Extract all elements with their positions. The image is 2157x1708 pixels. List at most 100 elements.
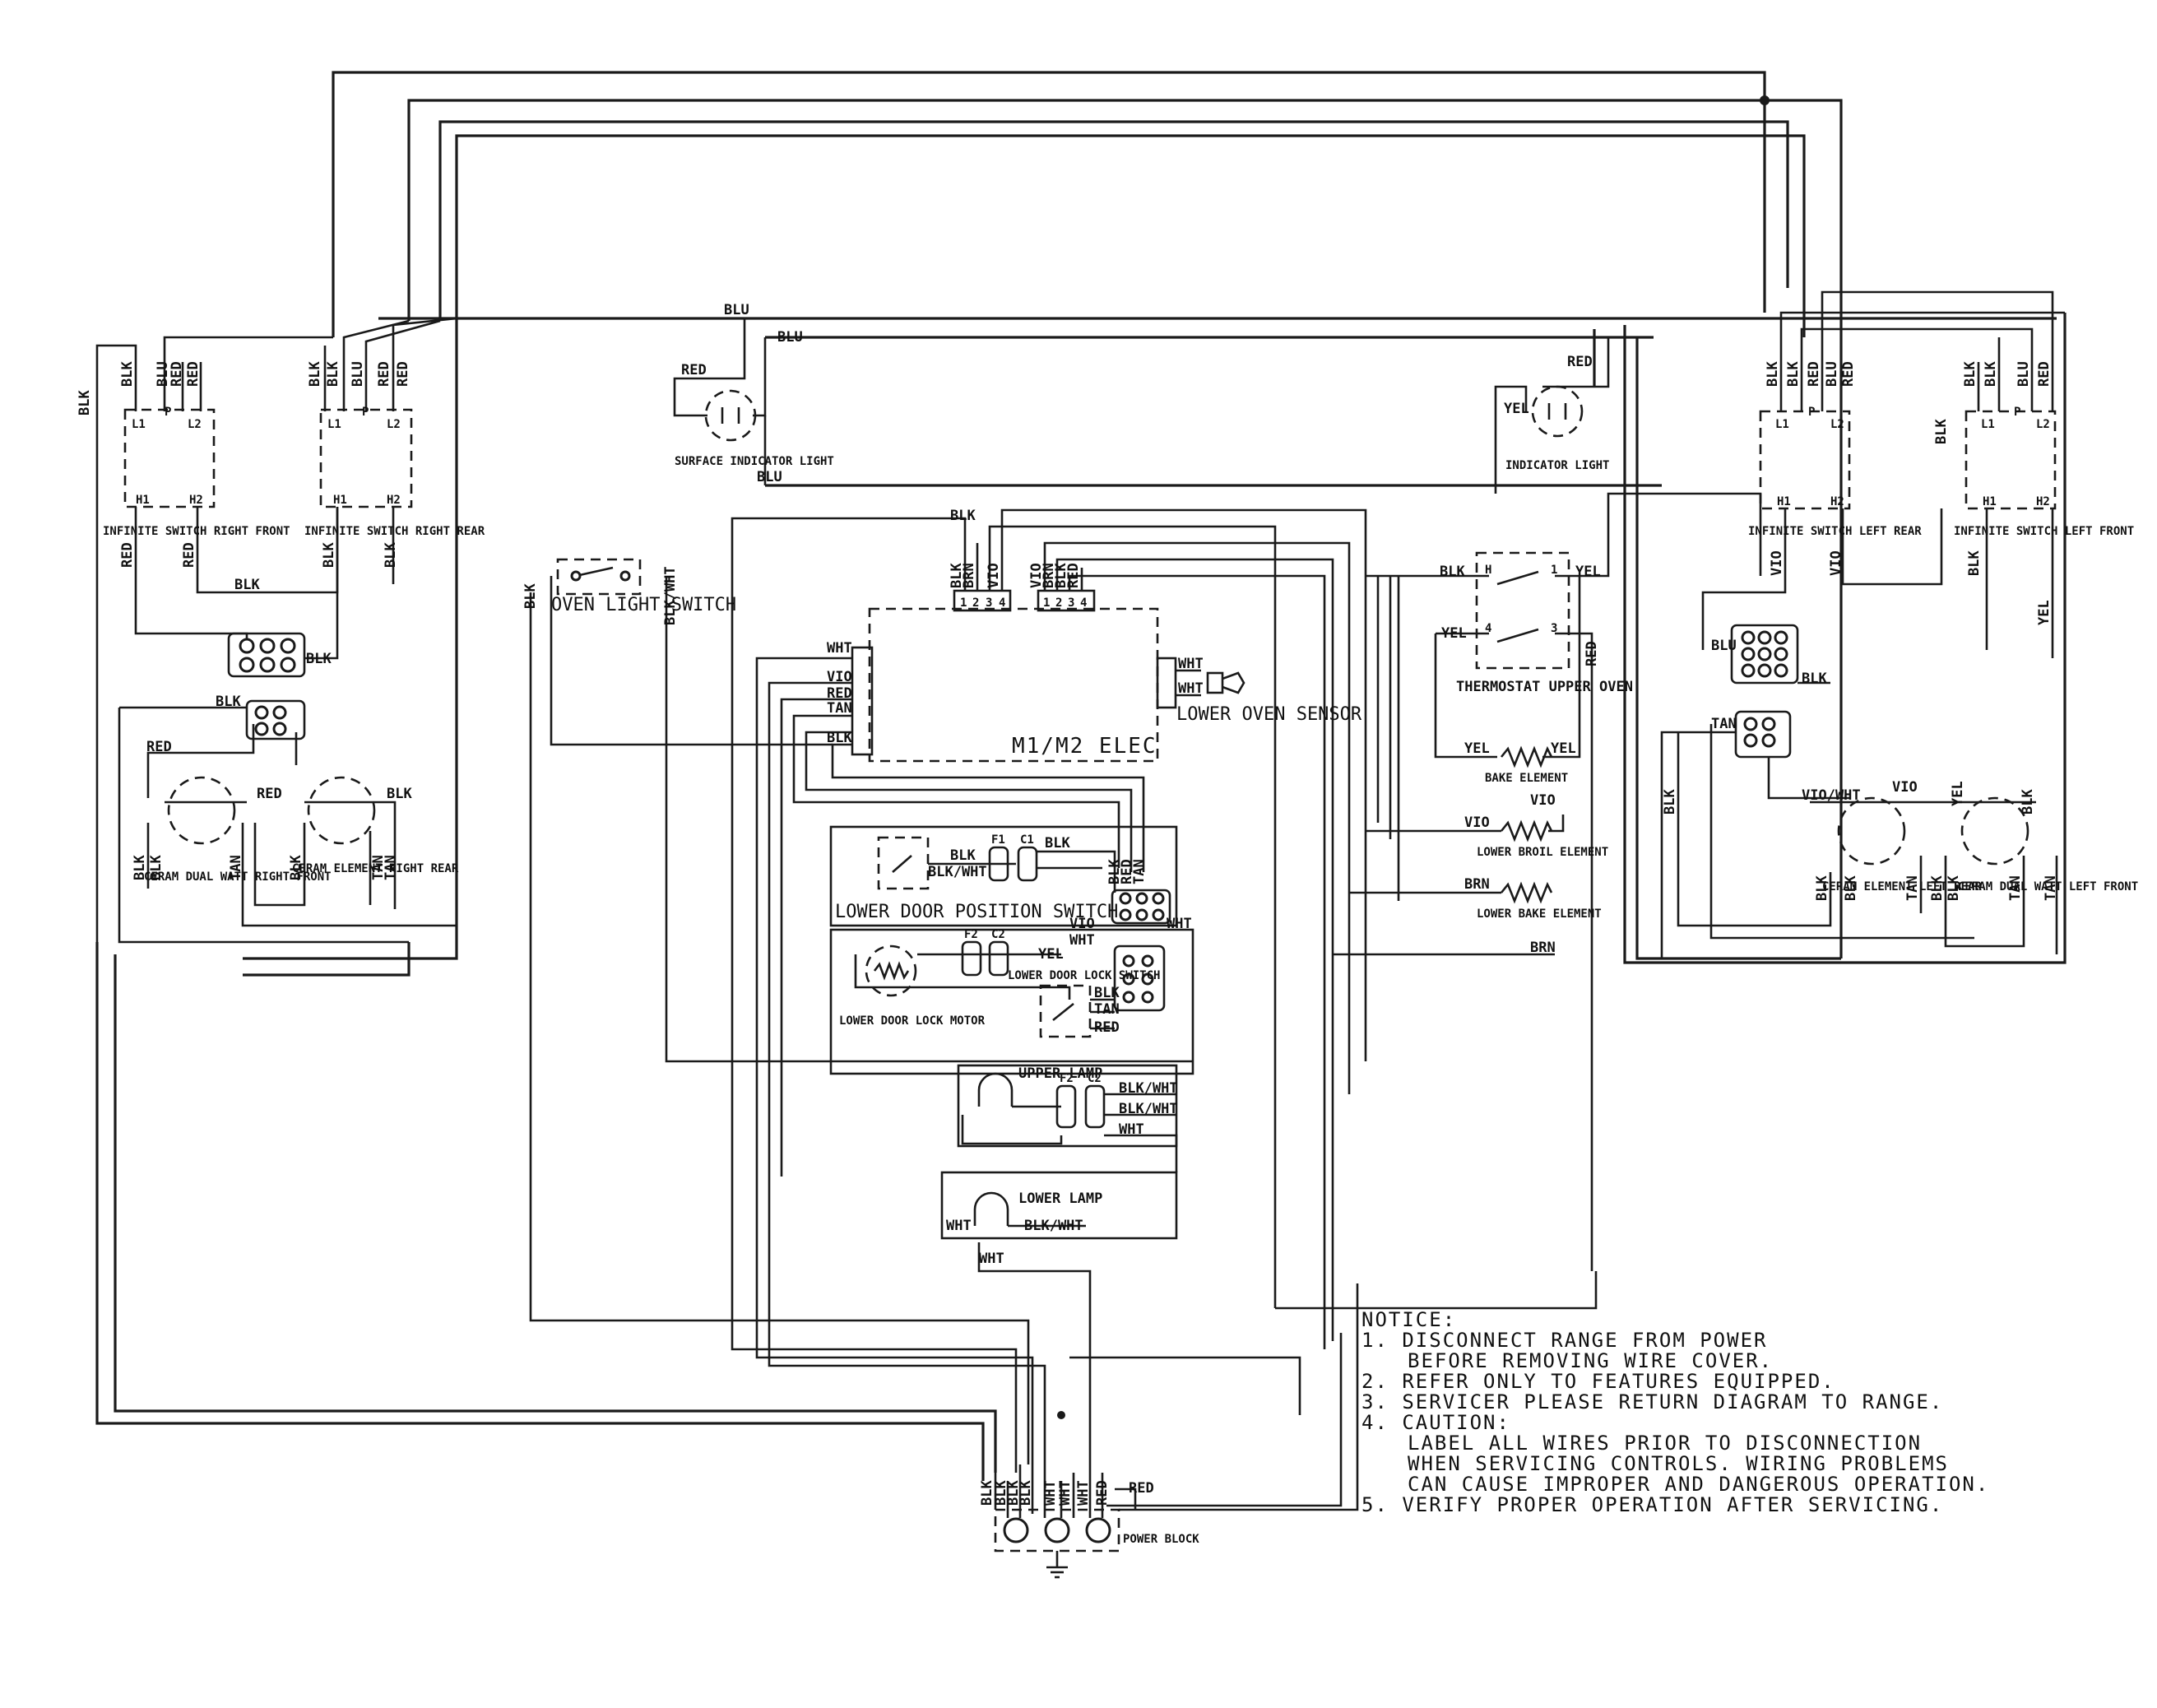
wire-label: BLU bbox=[350, 361, 366, 387]
wire-label: BLK bbox=[827, 730, 852, 746]
pin-label: 2 bbox=[972, 596, 979, 610]
pin-label: H2 bbox=[1830, 495, 1844, 508]
wire-label: BLK bbox=[1053, 563, 1069, 588]
wire-label: WHT bbox=[1178, 656, 1204, 672]
wire-label: BLK bbox=[1983, 361, 1999, 387]
wire-label: BLK/WHT bbox=[1024, 1218, 1083, 1234]
wire-label: BLK/WHT bbox=[662, 566, 679, 625]
wire-label: BLK bbox=[216, 694, 241, 710]
wire-label: BLU bbox=[724, 302, 749, 318]
wire-label: TAN bbox=[1904, 875, 1921, 901]
wire-label: BLK bbox=[321, 542, 337, 568]
wire-label: RED bbox=[169, 361, 185, 387]
component-labels: M1/M2 ELEC LOWER OVEN SENSOR OVEN LIGHT … bbox=[103, 455, 2138, 1546]
pin-label: H1 bbox=[1777, 495, 1791, 508]
pin-label: H1 bbox=[333, 494, 347, 507]
pin-label: F2 bbox=[964, 928, 978, 941]
top-bus-wires bbox=[95, 71, 2067, 1481]
wire-label: VIO bbox=[1828, 550, 1844, 576]
wire-label: BRN bbox=[1041, 563, 1057, 588]
notice-line: 1. DISCONNECT RANGE FROM POWER bbox=[1361, 1329, 1768, 1352]
wire-label: VIO/WHT bbox=[1802, 787, 1861, 804]
pin-label: 3 bbox=[986, 596, 992, 610]
pin-label: H bbox=[1485, 564, 1491, 577]
wire-label: BLK bbox=[1929, 875, 1946, 901]
wire-label: BLU bbox=[2016, 361, 2032, 387]
wire-label: RED bbox=[681, 362, 707, 378]
wire-label: WHT bbox=[1057, 1480, 1074, 1506]
wire-label: BLK bbox=[148, 855, 165, 880]
wire-label: RED bbox=[1567, 354, 1593, 370]
oven-elements bbox=[1333, 576, 1565, 956]
lower-door-lock-switch-label: LOWER DOOR LOCK SWITCH bbox=[1008, 969, 1160, 982]
pin-label: L1 bbox=[132, 418, 146, 431]
right-lower-connector-block bbox=[1734, 710, 1792, 759]
notice-line: 5. VERIFY PROPER OPERATION AFTER SERVICI… bbox=[1361, 1493, 1944, 1516]
pin-label: L1 bbox=[327, 418, 341, 431]
wire-label: BLK bbox=[1765, 361, 1781, 387]
pin-label: P bbox=[362, 406, 369, 419]
wire-label: BLK bbox=[1814, 875, 1830, 901]
pin-label: F1 bbox=[991, 833, 1005, 847]
wire-label: BLK bbox=[1785, 361, 1802, 387]
wire-label: BRN bbox=[961, 563, 977, 588]
indicator-light-right-label: INDICATOR LIGHT bbox=[1505, 459, 1609, 472]
infinite-switch-left-rear-label: INFINITE SWITCH LEFT REAR bbox=[1748, 525, 1922, 538]
wire-label: YEL bbox=[2036, 600, 2053, 625]
wire-label: RED bbox=[185, 361, 202, 387]
wire-label: BLU bbox=[1824, 361, 1840, 387]
wire-label: WHT bbox=[1167, 916, 1192, 932]
wire-label: BLK bbox=[1094, 985, 1120, 1001]
lower-door-section bbox=[829, 825, 1194, 1075]
wire-label: BLK bbox=[325, 361, 341, 387]
wire-label: TAN bbox=[827, 700, 852, 717]
pin-label: L1 bbox=[1981, 418, 1995, 431]
pin-label: 1 bbox=[960, 596, 967, 610]
wire-label: BLK bbox=[1106, 859, 1123, 884]
infinite-switch-right-front-label: INFINITE SWITCH RIGHT FRONT bbox=[103, 525, 290, 538]
wire-label: BLK bbox=[387, 786, 412, 802]
pin-label: C2 bbox=[1088, 1072, 1102, 1085]
pin-label: L2 bbox=[387, 418, 401, 431]
wire-label: WHT bbox=[827, 640, 852, 657]
element-right-front-coil bbox=[167, 776, 236, 845]
element-left-rear-coil bbox=[1837, 796, 1906, 866]
thermostat-label: THERMOSTAT UPPER OVEN bbox=[1456, 679, 1633, 695]
lower-door-position-switch-label: LOWER DOOR POSITION SWITCH bbox=[835, 902, 1118, 922]
element-right-rear-label: CERAM ELEMENT RIGHT REAR bbox=[292, 862, 459, 875]
wire-label: BLK bbox=[1662, 789, 1678, 815]
wire-label: RED bbox=[1840, 361, 1857, 387]
infinite-switch-right-rear-box bbox=[319, 408, 413, 508]
pin-label: 1 bbox=[1551, 564, 1557, 577]
wire-label: BLK bbox=[950, 847, 976, 864]
wire-label: BLK bbox=[522, 583, 539, 609]
power-block-label: POWER BLOCK bbox=[1123, 1533, 1199, 1546]
wire-label: BLK bbox=[77, 390, 93, 415]
pin-label: L1 bbox=[1775, 418, 1789, 431]
pin-label: H1 bbox=[136, 494, 150, 507]
wire-label: TAN bbox=[1711, 716, 1737, 732]
wire-label: YEL bbox=[1551, 740, 1576, 757]
infinite-switch-left-front-box bbox=[1964, 410, 2057, 510]
wire-label: BLK bbox=[1802, 671, 1827, 687]
wire-label: WHT bbox=[1119, 1121, 1144, 1138]
wire-label: VIO bbox=[1892, 779, 1918, 796]
wire-label: BLK bbox=[383, 542, 399, 568]
infinite-switch-right-front-box bbox=[123, 408, 216, 508]
right-surface-section bbox=[1660, 290, 2065, 958]
wire-label: BLK bbox=[1005, 1480, 1022, 1506]
wire-label: YEL bbox=[1441, 625, 1467, 642]
left-surface-section bbox=[95, 317, 457, 944]
infinite-switch-left-rear-box bbox=[1759, 410, 1851, 510]
lower-lamp-bulb bbox=[973, 1191, 1009, 1226]
pin-label: H2 bbox=[2036, 495, 2050, 508]
wire-label: WHT bbox=[1069, 932, 1095, 949]
pin-label: H1 bbox=[1983, 495, 1997, 508]
wire-label: YEL bbox=[1464, 740, 1490, 757]
wire-label: BRN bbox=[1530, 940, 1556, 956]
wire-label: BLK bbox=[119, 361, 136, 387]
wire-label: RED bbox=[146, 739, 172, 755]
